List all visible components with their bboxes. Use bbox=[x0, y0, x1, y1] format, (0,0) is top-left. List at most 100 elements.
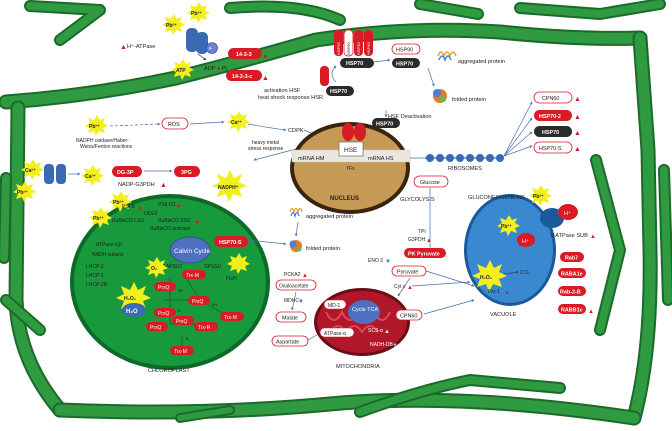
ca-channel bbox=[44, 164, 66, 184]
o2-vac-label: 2 O₂ bbox=[520, 270, 530, 276]
sh-label-2: SH bbox=[212, 303, 217, 307]
h2o2-burst-vac: H₂O₂ bbox=[472, 260, 507, 292]
vacuole bbox=[464, 194, 556, 306]
cpn60-pill: CPN60 bbox=[533, 91, 573, 104]
hsp90-complex: HSP90 HSP90 HSP90 HSP90 bbox=[334, 29, 373, 57]
pb-burst-chloro-1: Pb²⁺ bbox=[109, 191, 132, 212]
psii-o1-label: PSII-O1 bbox=[158, 202, 176, 208]
dg3p-label: DG-3P bbox=[117, 170, 134, 176]
aspartate-pill: Aspartate bbox=[271, 335, 309, 347]
heat-shock-label: heat shock response HSR bbox=[258, 95, 323, 101]
prxq-b-pill: PrxQ bbox=[188, 296, 210, 305]
trx-m-b-pill: Trx-M bbox=[220, 312, 244, 321]
weiss-fenton-label: Weiss/Fenton reactions bbox=[80, 144, 133, 150]
ca-out-label: Ca²⁺ bbox=[25, 168, 36, 174]
gluconeogenesis-label: GLUCONEOGENESIS bbox=[468, 195, 525, 201]
pb-vac-2-label: Pb²⁺ bbox=[501, 224, 512, 230]
ca-burst-in: Ca²⁺ bbox=[81, 165, 104, 186]
red-arrow-g3pdh: ▲ bbox=[426, 238, 432, 244]
cycle-tca: Cycle TCA bbox=[348, 300, 380, 324]
prxq-a-pill: PrxQ bbox=[154, 282, 176, 291]
nucleus-label: NUCLEUS bbox=[330, 196, 359, 202]
pk-pyruvate-label: PK Pyruvate bbox=[408, 252, 440, 258]
hsp70-hsp90-left: HSP70 bbox=[320, 66, 354, 96]
arrow-hsp-pair bbox=[373, 58, 391, 63]
stress-response-label: stress response bbox=[248, 146, 284, 152]
protein-14-3-3-c: 14-3-3-c bbox=[226, 70, 262, 81]
14-3-3-c-label: 14-3-3-c bbox=[232, 74, 252, 80]
arrow-hsp70s-to-protein bbox=[247, 239, 287, 246]
hsp70-nuc-label: HSP70 bbox=[376, 122, 393, 128]
prxq-e-pill: PrxQ bbox=[172, 316, 194, 325]
glycolysis-label: GLYCOLYSIS bbox=[400, 197, 435, 203]
pb-burst-chloro-3 bbox=[227, 253, 250, 274]
pb-burst-out: Pb²⁺ bbox=[13, 181, 36, 202]
red-arrow-psii: ▲ bbox=[176, 203, 182, 209]
hsp90-label: HSP90 bbox=[396, 48, 413, 54]
arrow-ros-ca bbox=[189, 120, 225, 125]
prx1-label: Prx-1 bbox=[488, 289, 500, 295]
blue-arrow-nadh: ▼ bbox=[392, 343, 398, 349]
h-atpase-label: H⁺-ATPase bbox=[127, 43, 155, 50]
aggregated-protein-label-center: aggregated protein bbox=[306, 214, 353, 220]
arrow-hsp-cycle bbox=[331, 65, 337, 83]
tfs-label: TFs bbox=[346, 166, 355, 172]
arrow-agg-fold-center bbox=[294, 221, 299, 237]
scs-a-label: SCS-α bbox=[368, 328, 383, 334]
nadph-burst: NADPH⁺ bbox=[212, 170, 247, 202]
red-arrow-v-atpase: ▲ bbox=[590, 234, 596, 240]
lhcp-2b-label: LHCP-2B bbox=[86, 282, 108, 288]
pb-chloro-1-label: Pb²⁺ bbox=[113, 200, 124, 206]
ca-in-label: Ca²⁺ bbox=[85, 174, 96, 180]
red-arrow-cpn60: ▲ bbox=[574, 96, 581, 103]
arrow-pyruvate-mito bbox=[397, 277, 411, 297]
rubisco-lsu-label: RuBisCO LSU bbox=[112, 218, 144, 224]
atpase-a-pill: ATPase-α bbox=[319, 327, 355, 338]
h-ion-1-label: H⁺ bbox=[522, 238, 529, 245]
pyruvate-pill: Pyruvate bbox=[391, 265, 427, 277]
red-arrow-prx1: ▲ bbox=[504, 290, 510, 296]
dg3p-pill: DG-3P bbox=[112, 166, 142, 177]
arrow-agg-fold bbox=[427, 67, 435, 87]
pb-out-label: Pb²⁺ bbox=[17, 190, 28, 196]
folded-protein-icon-center bbox=[289, 240, 302, 252]
red-arrow-hsp70-2: ▲ bbox=[574, 114, 581, 121]
malate-pill: Malate bbox=[275, 311, 307, 323]
3pg-label: 3PG bbox=[181, 170, 192, 176]
hsp70-nucleus-pill: HSP70 bbox=[372, 118, 400, 128]
prxq-d-label: PrxQ bbox=[150, 325, 162, 331]
ros-label: ROS bbox=[168, 122, 180, 128]
md1-label: MD-1 bbox=[328, 303, 340, 309]
malate-label: Malate bbox=[282, 316, 298, 322]
oee3-label: OEE3 bbox=[144, 211, 158, 217]
ribosomes-label: RIBOSOMES bbox=[448, 166, 482, 172]
atpase-a-label: ATPase-α bbox=[324, 331, 346, 337]
calvin-cycle: Calvin Cycle bbox=[169, 236, 211, 264]
nadh-subunit-label: NADH subunit bbox=[92, 252, 124, 258]
s-label-2: S bbox=[186, 337, 189, 341]
mdhc-label: MDHC bbox=[284, 298, 299, 304]
gapsu1-label: GAPSU1 bbox=[162, 264, 183, 270]
rabb1c-label: RABB1c bbox=[561, 308, 583, 314]
ca-burst-top: Ca²⁺ bbox=[227, 111, 250, 132]
pb-burst-vac-1: Pb²⁺ bbox=[529, 185, 552, 206]
pb-burst-top-2: Pb²⁺ bbox=[187, 2, 210, 23]
hsp90-pill: HSP90 bbox=[391, 43, 421, 55]
hsp70-2-label: HSP70-2 bbox=[539, 114, 561, 120]
trx-m-a-label: Trx-M bbox=[186, 273, 199, 279]
v-atpase-label: V-ATPase SUB bbox=[550, 233, 588, 239]
rab7-label: Rab7 bbox=[565, 256, 578, 262]
hsp70-right-label: HSP70 bbox=[330, 89, 347, 95]
trx-r-label: Trx-R bbox=[198, 325, 211, 331]
3pg-pill: 3PG bbox=[174, 166, 200, 177]
hsp70-pill-mid: HSP70 bbox=[392, 58, 420, 68]
blue-arrow-mdhc: ▼ bbox=[298, 299, 304, 305]
red-arrow-14-3-3-c: ▲ bbox=[262, 75, 269, 82]
nucleus bbox=[290, 122, 410, 214]
vacuole-label: VACUOLE bbox=[490, 312, 517, 318]
hsp70-s-chloro-label: HSP70-S bbox=[219, 240, 242, 246]
trx-m-b-label: Trx-M bbox=[224, 315, 237, 321]
rab2b-pill: Rab-2-B bbox=[558, 286, 586, 296]
